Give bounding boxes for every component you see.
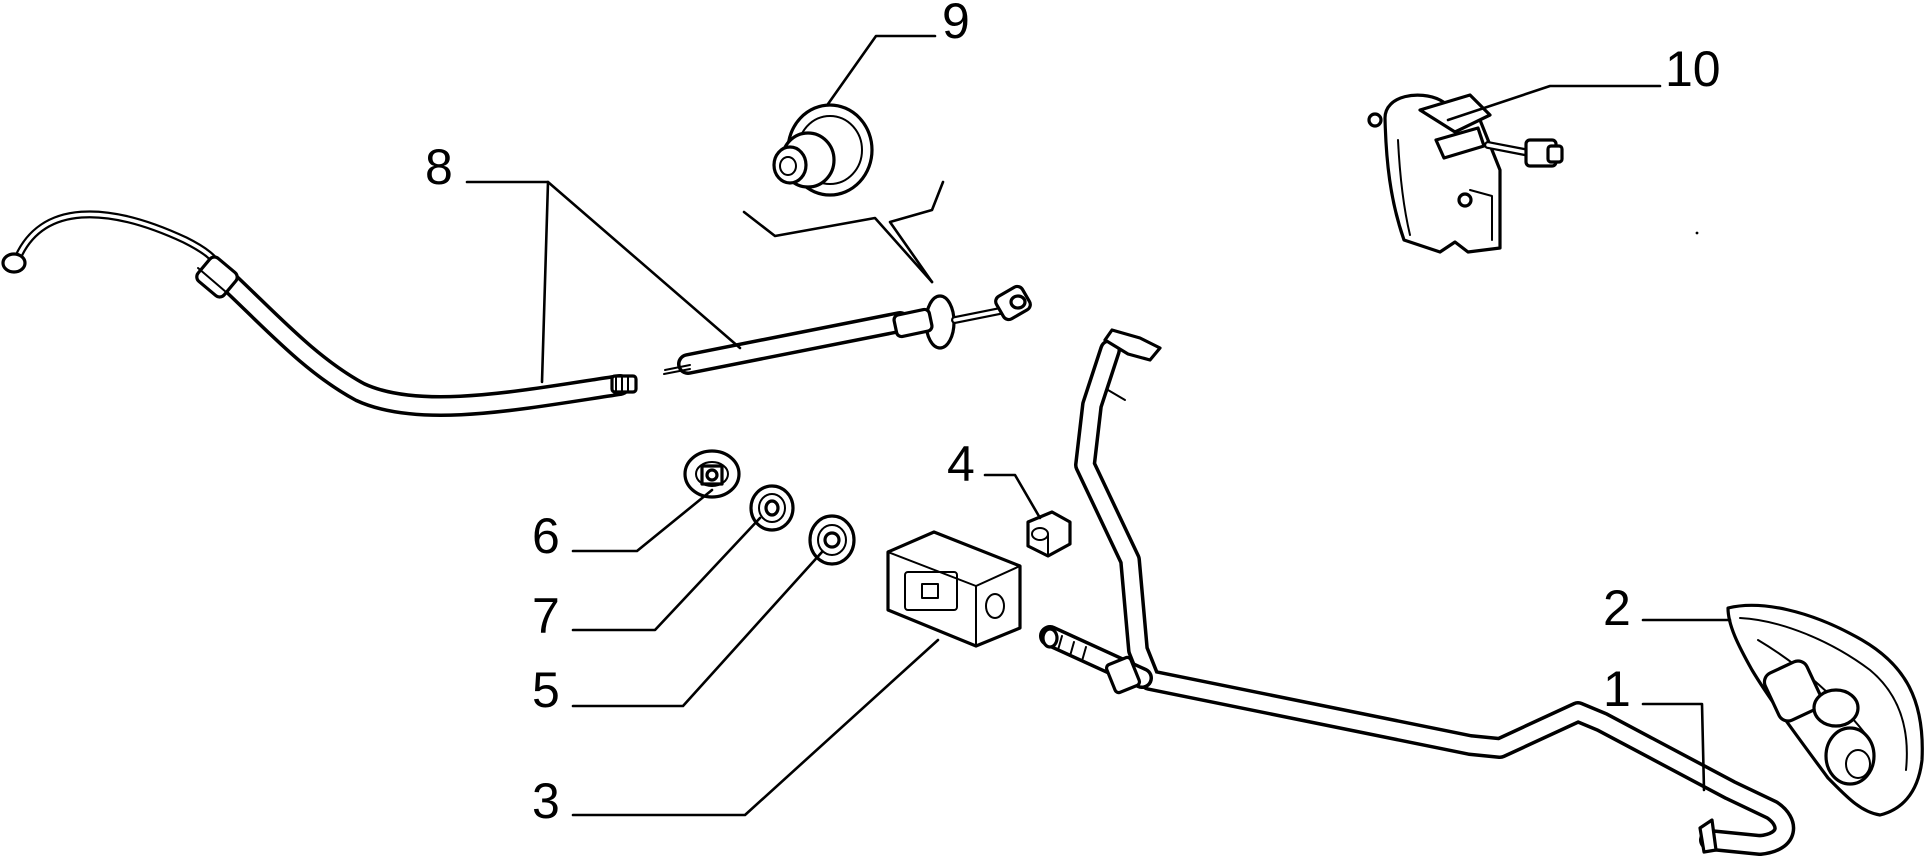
- leader-9-bracket-b: [888, 180, 945, 284]
- part-7-washer: [749, 484, 795, 532]
- leader-6: [571, 488, 714, 553]
- speck: [1695, 231, 1699, 235]
- callout-5: 5: [532, 662, 560, 718]
- leader-1: [1641, 702, 1706, 792]
- callout-7: 7: [532, 588, 560, 644]
- callout-9: 9: [942, 0, 970, 49]
- leader-3: [571, 638, 940, 817]
- callout-1: 1: [1603, 661, 1631, 717]
- callout-8: 8: [425, 139, 453, 195]
- part-10-latch: [1367, 93, 1564, 254]
- part-4-nut: [1026, 510, 1072, 558]
- callout-labels: 9 10 8 4 6 7 5 3 2 1: [425, 0, 1721, 829]
- part-9-grommet: [772, 103, 874, 197]
- callout-10: 10: [1665, 41, 1721, 97]
- callout-2: 2: [1603, 580, 1631, 636]
- leader-8b: [546, 180, 742, 350]
- part-2-pedal-pad: [1726, 603, 1924, 817]
- leader-4: [983, 473, 1042, 520]
- part-3-block: [886, 530, 1022, 648]
- callout-4: 4: [947, 436, 975, 492]
- part-1-rod: [1039, 328, 1796, 856]
- leader-7: [571, 516, 762, 632]
- part-8-cable-right: [663, 284, 1032, 375]
- leader-lines: [465, 34, 1732, 817]
- part-8-cable-left: [1, 210, 638, 418]
- leader-9-bracket: [742, 210, 934, 284]
- leader-9: [826, 34, 937, 106]
- leader-5: [571, 550, 824, 708]
- leader-8: [465, 180, 550, 384]
- part-6-clip: [683, 449, 741, 499]
- leader-10: [1446, 84, 1662, 122]
- callout-6: 6: [532, 508, 560, 564]
- callout-3: 3: [532, 773, 560, 829]
